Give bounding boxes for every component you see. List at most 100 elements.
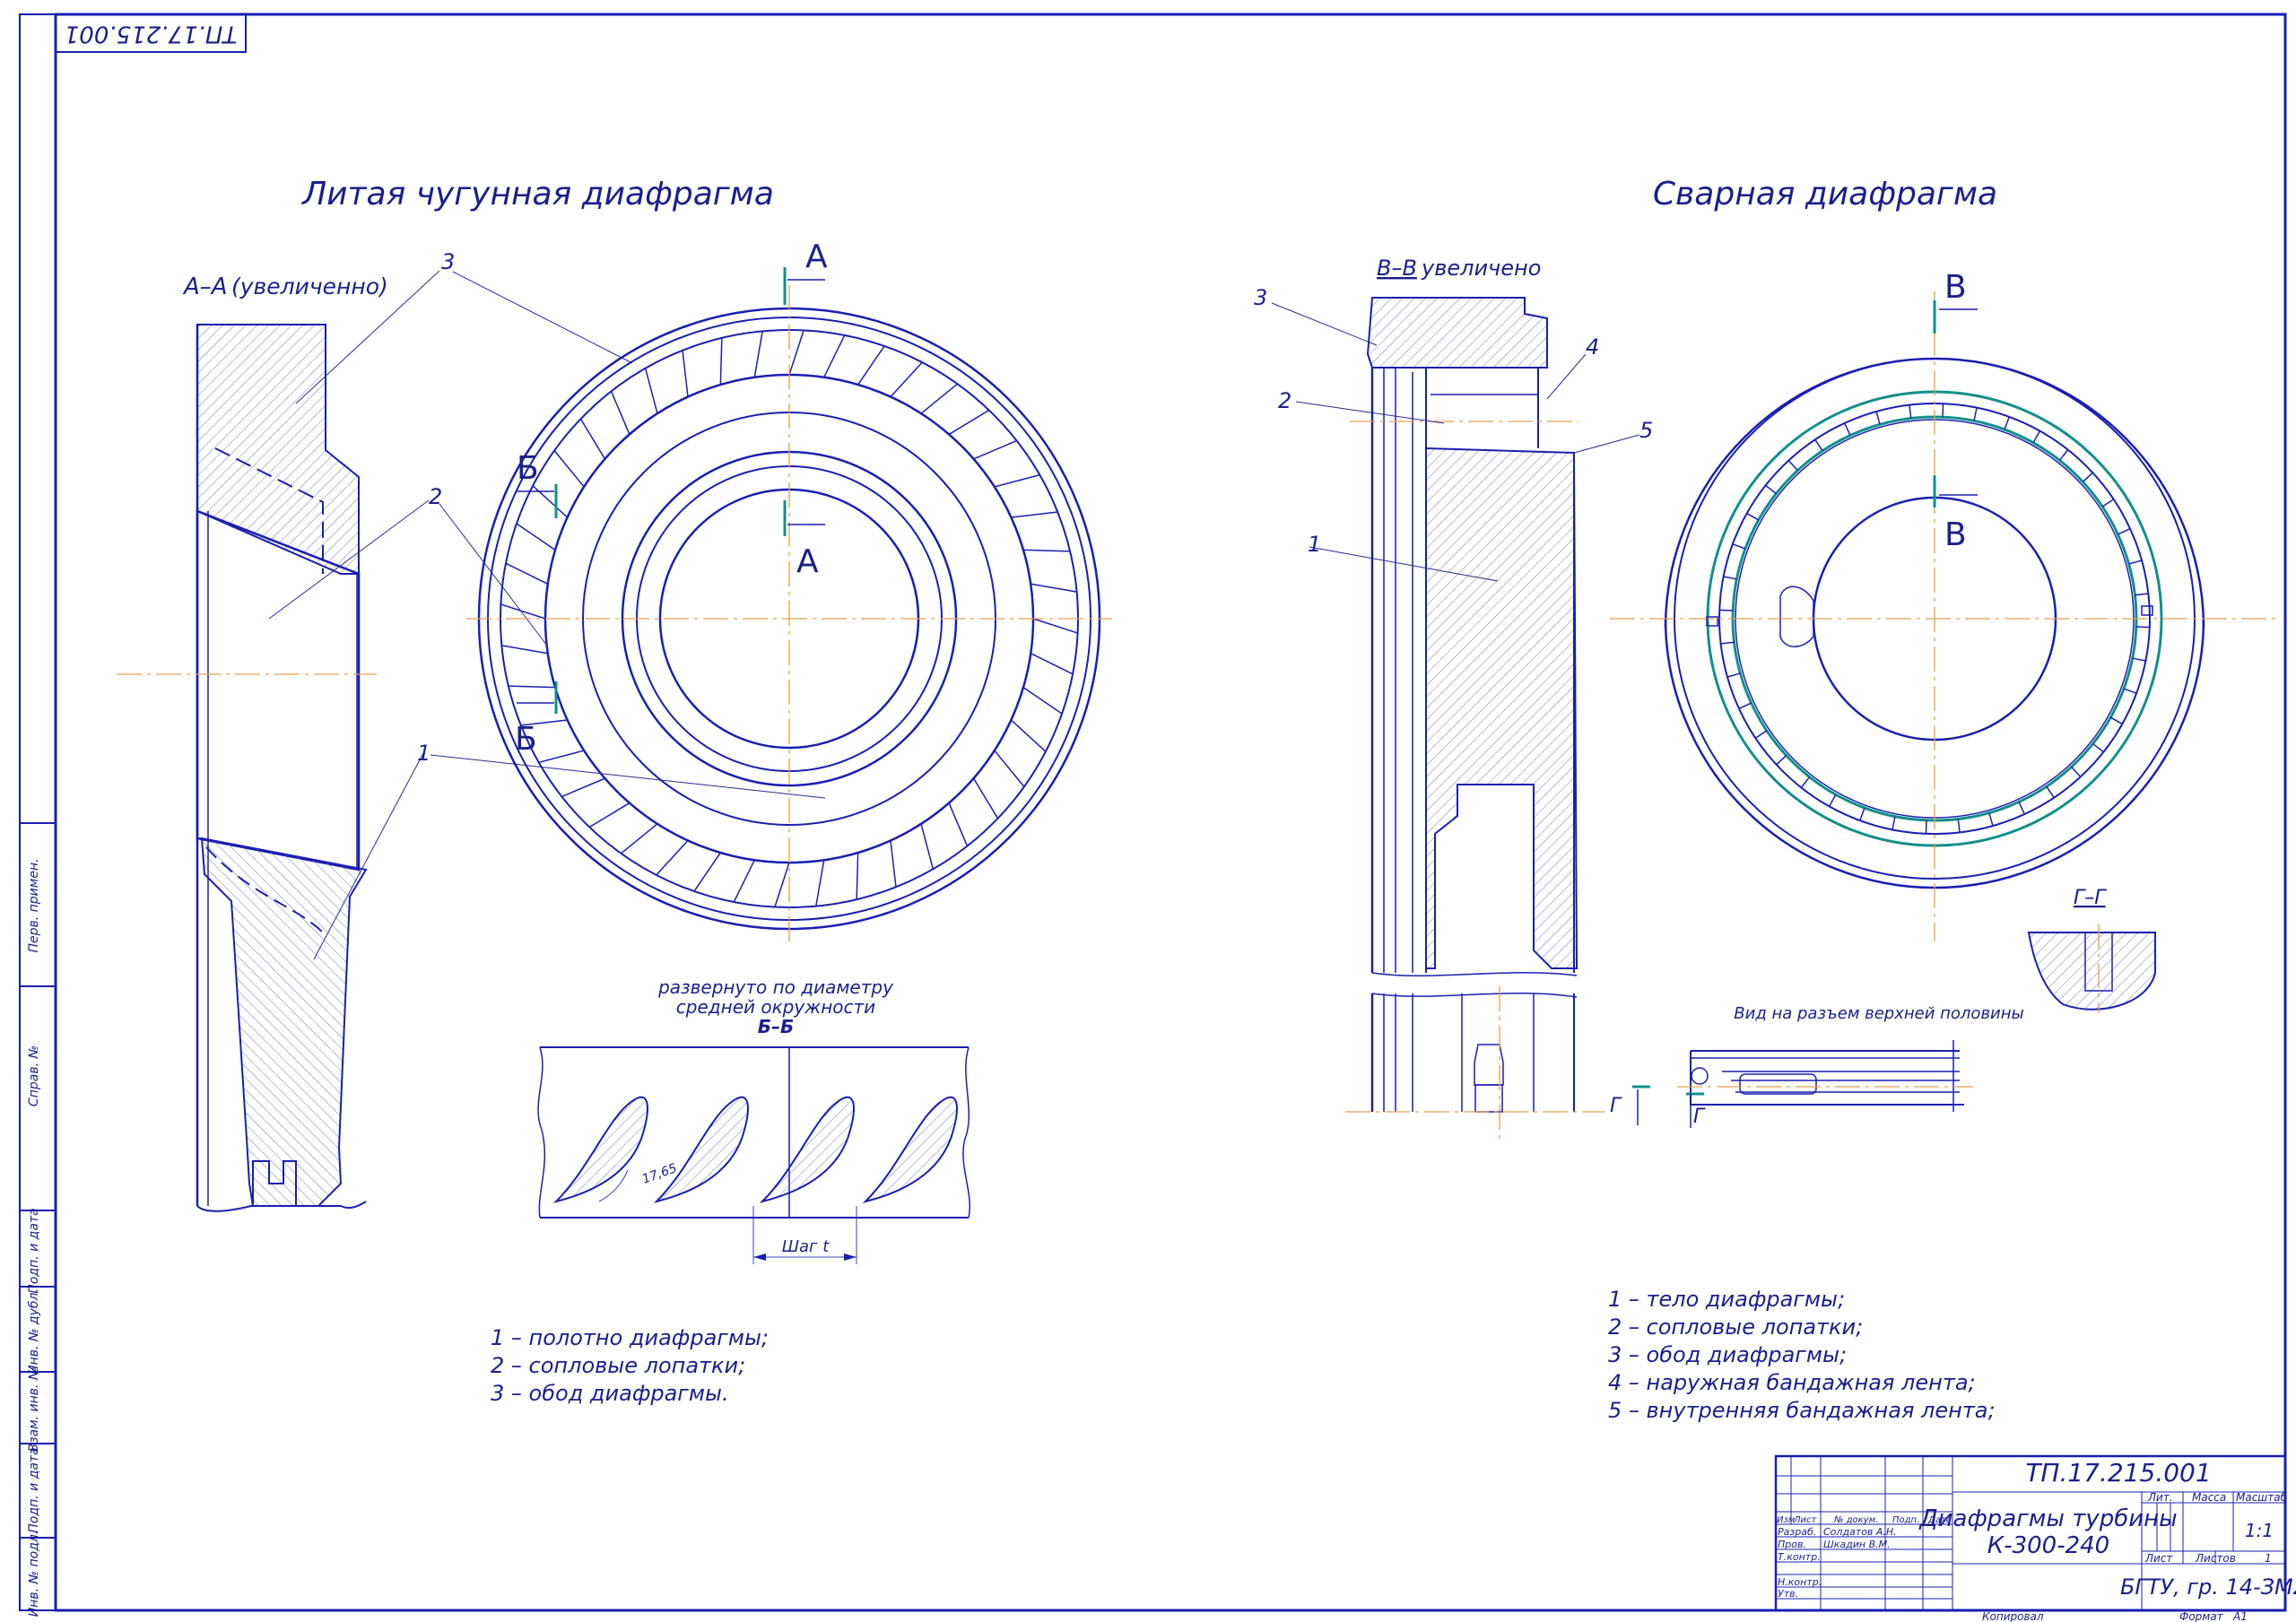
right-callout-1: 1 [1308,532,1321,557]
vane-line [719,337,723,386]
vane-line [1723,576,1737,580]
name-prov: Шкадин В.М. [1823,1539,1891,1550]
title-block-name-2: К-300-240 [1987,1532,2109,1559]
cut-b-bottom: Б [515,721,537,758]
stamp-podp-data-1: Подп. и дата [27,1208,41,1293]
vane-line [2101,499,2115,507]
vane-line [2132,657,2146,662]
section-vv-label: В–В увеличено [1377,256,1541,281]
vane-line [1754,730,1768,739]
right-legend-item-2: 2 – сопловые лопатки; [1608,1314,1863,1340]
vane-line [1909,404,1912,419]
vane-line [890,361,923,398]
cut-v-top: В [1944,269,1967,306]
vane-line [1032,618,1078,634]
col-podp: Подп. [1892,1515,1919,1525]
left-callout-1: 1 [417,741,430,766]
section-vv-note: увеличено [1421,256,1541,281]
vane-line [1010,719,1047,752]
vane-line [1942,403,1944,418]
vane-line [2128,559,2143,565]
tb-format-value: А1 [2232,1610,2248,1622]
left-view-title: Литая чугунная диафрагма [300,176,774,213]
welded-diaphragm-ring: В В [1610,269,2278,941]
vane-line [2123,688,2137,694]
vane-line [532,485,569,518]
blade-profile [862,1096,958,1203]
vane-line [948,409,990,436]
vane-line [1765,484,1777,495]
vane-line [1875,411,1881,425]
vane-line [920,823,935,870]
joint-view: Вид на разъем верхней половины Г [1677,1004,2024,1128]
vane-line [1011,511,1058,518]
section-gg-detail: Г–Г [2027,887,2156,1013]
tb-copied: Копировал [1982,1610,2044,1622]
right-legend-item-3: 3 – обод диафрагмы; [1608,1342,1847,1367]
right-leaders: 3 2 1 4 5 [1254,285,1653,582]
left-legend: 1 – полотно диафрагмы; 2 – сопловые лопа… [491,1325,769,1406]
title-block: ТП.17.215.001 Диафрагмы турбины К-300-24… [1774,1454,2296,1612]
vane-line [972,777,999,820]
vane-line [1720,641,1735,645]
tb-lit: Лит. [2147,1491,2173,1504]
vane-line [1973,407,1978,421]
right-legend-item-4: 4 – наружная бандажная лента; [1608,1370,1976,1395]
vane-line [1859,807,1866,821]
right-view-title: Сварная диафрагма [1653,176,1997,213]
cut-g-left: Г [1610,1095,1622,1117]
vane-line [1030,653,1074,675]
vane-line [500,603,546,620]
vane-line [505,562,549,585]
vane-line [520,719,568,726]
vane-line [994,750,1025,787]
blade-profile [653,1096,749,1203]
vane-line [2058,449,2069,461]
tb-sheets: Листов [2195,1552,2236,1565]
vane-line [682,350,689,397]
vane-line [656,839,689,876]
tb-scale-head: Масштаб [2236,1491,2288,1504]
vane-line [501,645,548,655]
vane-line [994,473,1040,488]
vane-line [579,418,606,460]
tb-sheets-count: 1 [2265,1552,2272,1565]
vane-line [621,823,658,854]
vane-line [788,330,804,376]
vane-line [561,777,605,798]
vane-line [2109,716,2123,725]
role-prov: Пров. [1778,1539,1806,1550]
title-block-code: ТП.17.215.001 [2025,1458,2211,1488]
tb-format: Формат [2179,1610,2224,1622]
vane-line [1988,812,1994,827]
side-stamp: Перв. примен. Справ. № Подп. и дата Инв.… [19,822,57,1617]
development-note-2: средней окружности [676,996,875,1018]
vane-line [2118,527,2131,535]
vane-line [1892,816,1896,830]
inner-frame [54,13,2287,1612]
title-block-name-1: Диафрагмы турбины [1918,1505,2177,1532]
vane-line [1031,583,1077,593]
cut-a-top: А [805,239,828,275]
vane-line [1726,672,1741,678]
vane-line [1719,609,1734,612]
joint-view-label: Вид на разъем верхней половины [1734,1004,2023,1023]
role-razrab: Разраб. [1778,1526,1816,1538]
left-legend-item-2: 2 – сопловые лопатки; [491,1353,745,1378]
left-callout-2: 2 [429,484,442,509]
right-callout-4: 4 [1586,334,1599,360]
cast-diaphragm-ring: А А Б Б [466,239,1112,941]
vane-line [2082,472,2093,482]
left-legend-item-1: 1 – полотно диафрагмы; [491,1325,769,1350]
section-vv-letters: В–В [1377,256,1417,281]
vane-line [857,345,885,386]
rotated-code-box: ТП.17.215.001 [55,13,247,53]
vane-line [1814,438,1823,452]
col-data: Дата [1927,1515,1952,1525]
vane-line [1746,512,1760,521]
vane-line [890,840,897,888]
name-razrab: Солдатов А.Н. [1823,1526,1897,1538]
development-note-1: развернуто по диаметру [657,976,894,998]
vane-line [753,331,763,377]
rotated-doc-code: ТП.17.215.001 [65,21,238,48]
